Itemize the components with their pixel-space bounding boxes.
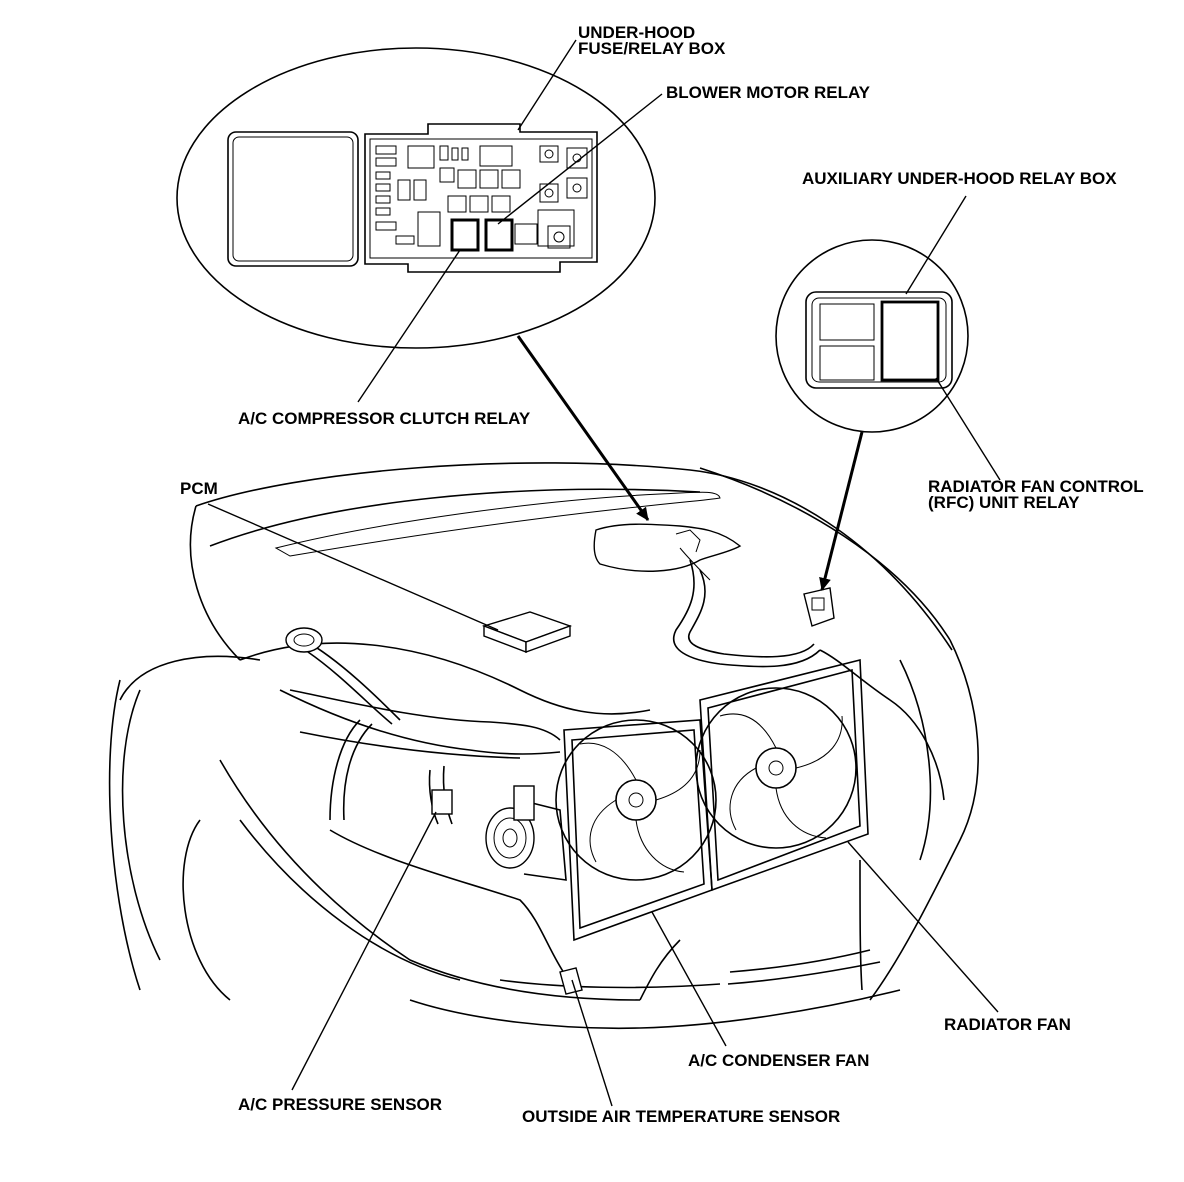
blower-motor-relay-outline bbox=[484, 218, 514, 252]
pcm-label: PCM bbox=[180, 479, 218, 498]
wiring-harness bbox=[303, 559, 945, 977]
radiator-fan-label: RADIATOR FAN bbox=[944, 1015, 1071, 1034]
pcm-module bbox=[481, 611, 573, 654]
inset-arrows bbox=[516, 335, 864, 591]
grommet bbox=[285, 627, 323, 653]
fuse-box-on-vehicle bbox=[593, 523, 742, 581]
leader-lines bbox=[207, 39, 1001, 1107]
ac-condenser-fan-assembly bbox=[555, 719, 717, 942]
rfc-relay-on-vehicle bbox=[803, 587, 835, 627]
under-hood-fuse-relay-box-label-line1: UNDER-HOOD bbox=[578, 23, 695, 42]
radiator-fan-assembly bbox=[695, 658, 869, 892]
outside-air-temp-sensor bbox=[559, 967, 583, 995]
ac-pressure-sensor-label: A/C PRESSURE SENSOR bbox=[238, 1095, 442, 1114]
ac-condenser-fan-label: A/C CONDENSER FAN bbox=[688, 1051, 869, 1070]
under-hood-fuse-relay-box-label-line2: FUSE/RELAY BOX bbox=[578, 39, 726, 58]
auxiliary-relay-box-inset bbox=[775, 239, 969, 433]
auxiliary-relay-box-label: AUXILIARY UNDER-HOOD RELAY BOX bbox=[802, 169, 1117, 188]
ac-compressor bbox=[485, 785, 567, 881]
ac-pressure-sensor bbox=[428, 765, 453, 825]
fuse-relay-box-inset bbox=[176, 47, 656, 349]
ac-compressor-clutch-relay-label: A/C COMPRESSOR CLUTCH RELAY bbox=[238, 409, 531, 428]
rfc-unit-relay-outline bbox=[880, 300, 940, 382]
blower-motor-relay-label: BLOWER MOTOR RELAY bbox=[666, 83, 871, 102]
vehicle-front-outline bbox=[108, 462, 979, 1030]
outside-air-temp-sensor-label: OUTSIDE AIR TEMPERATURE SENSOR bbox=[522, 1107, 840, 1126]
under-hood-fuse-relay-box bbox=[227, 123, 598, 273]
ac-compressor-clutch-relay-outline bbox=[450, 218, 480, 252]
rfc-unit-relay-label-line1: RADIATOR FAN CONTROL bbox=[928, 477, 1144, 496]
rfc-unit-relay-label-line2: (RFC) UNIT RELAY bbox=[928, 493, 1080, 512]
